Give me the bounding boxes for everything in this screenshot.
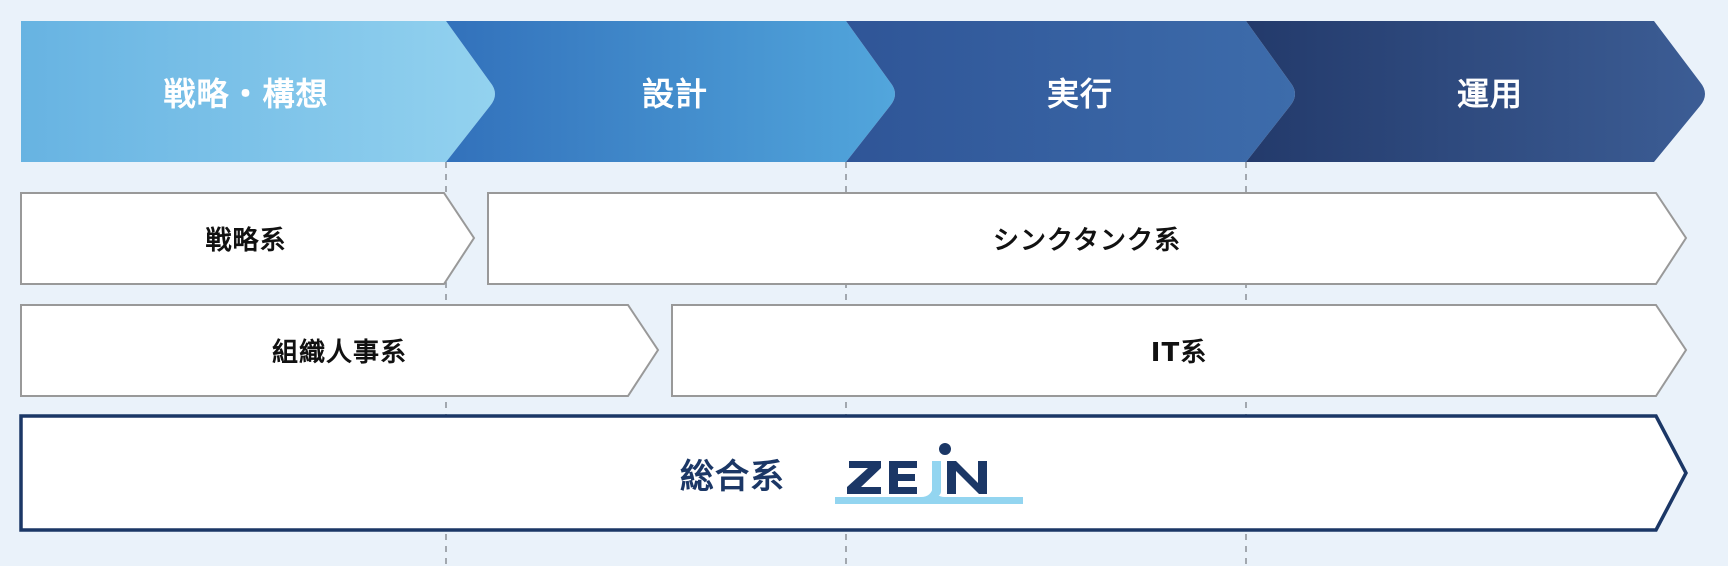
- row-label-general: 総合系: [680, 456, 785, 497]
- phase-label-strategy: 戦略・構想: [163, 74, 329, 113]
- row-label-strategy: 戦略系: [205, 226, 287, 256]
- general-row-content: 総合系: [20, 416, 1685, 530]
- row-arrow-organization-hr: [20, 304, 660, 397]
- row-arrow-strategy: [20, 192, 476, 285]
- row-label-organization-hr: 組織人事系: [271, 338, 407, 368]
- row-arrow-think-tank: [487, 192, 1688, 285]
- row-arrow-it: [671, 304, 1688, 397]
- phase-label-operation: 運用: [1456, 74, 1523, 113]
- row-label-it: IT系: [1150, 338, 1208, 368]
- phase-arrow-design: [446, 21, 895, 162]
- row-label-think-tank: シンクタンク系: [993, 226, 1181, 256]
- phase-label-design: 設計: [641, 74, 708, 113]
- phase-arrow-execution: [846, 21, 1295, 162]
- phase-arrow-strategy: [21, 21, 495, 162]
- row-arrow-general: [19, 414, 1688, 532]
- firm-type-rows: [20, 192, 1688, 397]
- phase-arrow-operation: [1246, 21, 1705, 162]
- zein-logo: [835, 441, 1025, 505]
- phase-chevrons: [21, 21, 1705, 162]
- phase-label-execution: 実行: [1046, 74, 1113, 113]
- zein-logo-icon: [835, 443, 1023, 504]
